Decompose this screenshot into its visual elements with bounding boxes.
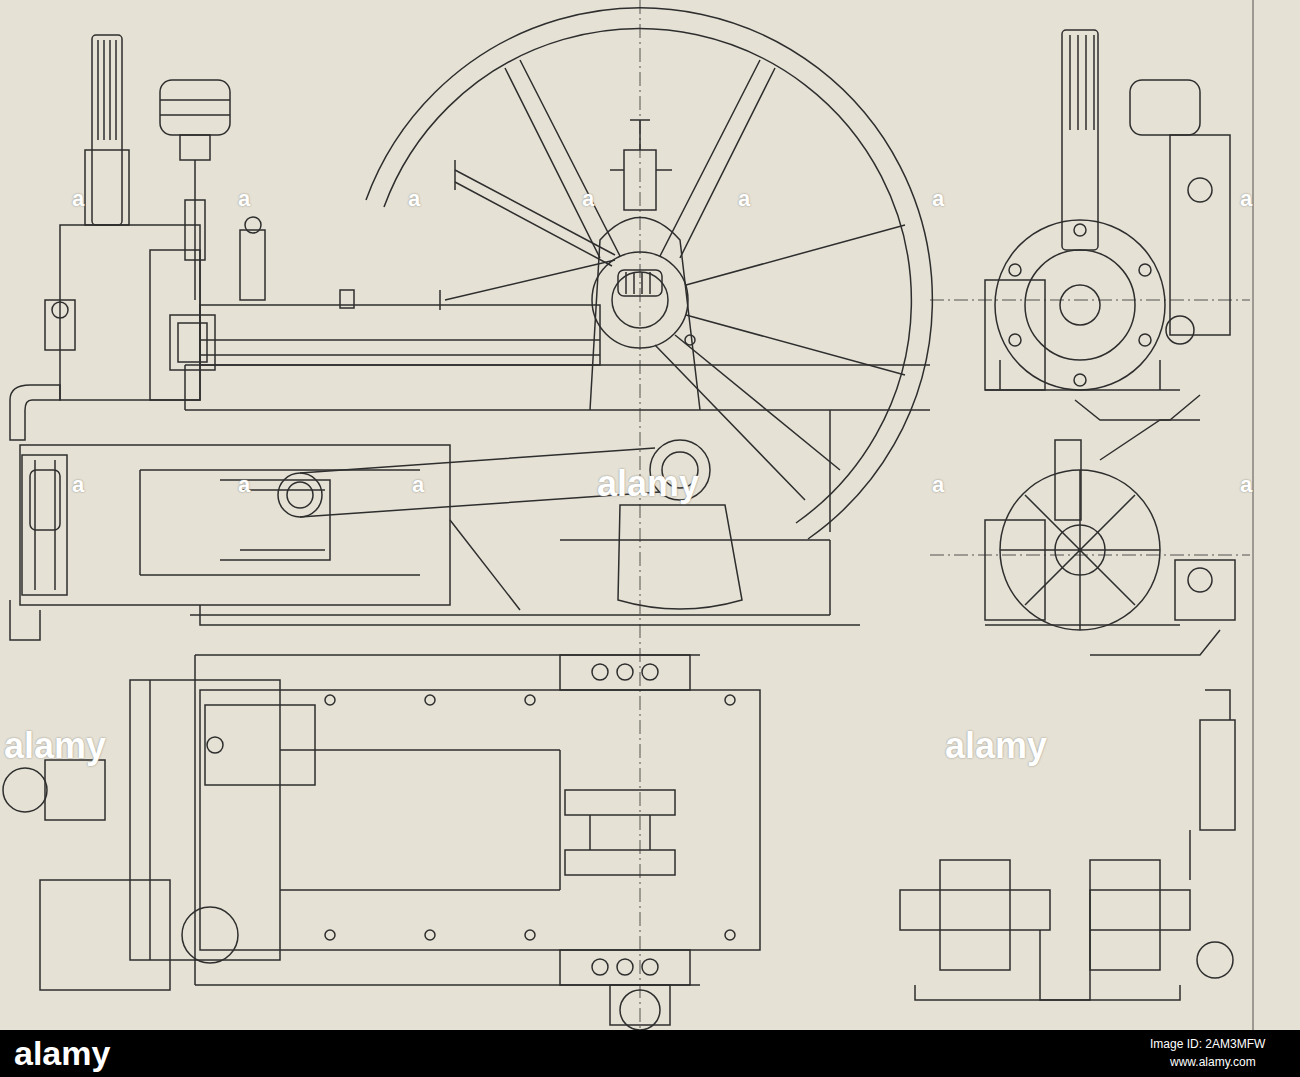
watermark-logo: a bbox=[412, 474, 424, 496]
image-id: Image ID: 2AM3MFW bbox=[1150, 1038, 1265, 1050]
watermark-logo: a bbox=[72, 474, 84, 496]
site-url: www.alamy.com bbox=[1170, 1056, 1256, 1068]
watermark-logo: a bbox=[932, 474, 944, 496]
watermark-text: alamy bbox=[4, 728, 106, 764]
watermark-logo: a bbox=[238, 474, 250, 496]
watermark-logo: a bbox=[932, 188, 944, 210]
watermark-logo: a bbox=[238, 188, 250, 210]
watermark-logo: a bbox=[1240, 474, 1252, 496]
watermark-logo: a bbox=[408, 188, 420, 210]
watermark-text: alamy bbox=[597, 466, 699, 502]
watermark-logo: a bbox=[582, 188, 594, 210]
watermark-logo: a bbox=[738, 188, 750, 210]
watermark-logo: a bbox=[1240, 188, 1252, 210]
watermark-logo: a bbox=[72, 188, 84, 210]
brand-logo: alamy bbox=[14, 1036, 110, 1070]
watermark-text: alamy bbox=[945, 728, 1047, 764]
